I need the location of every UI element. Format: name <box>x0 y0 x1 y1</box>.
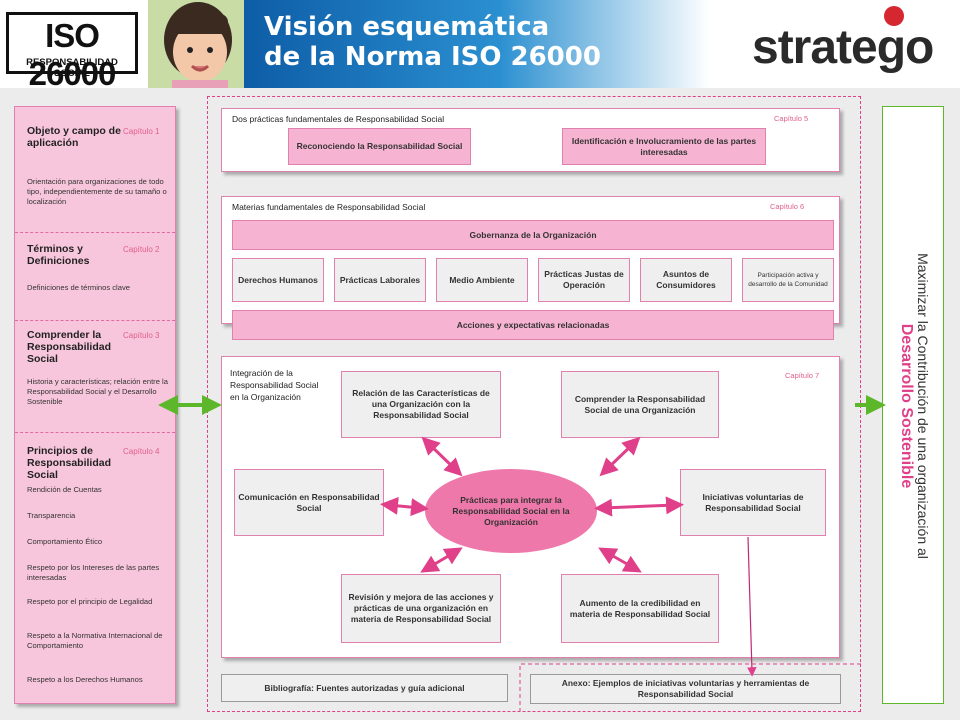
iso-logo-main: ISO 26000 <box>28 17 117 92</box>
stratego-logo: stratego <box>752 21 934 74</box>
sidebar-section-title: Principios de Responsabilidad Social <box>27 445 112 481</box>
subject-participacion-comunidad: Participación activa y desarrollo de la … <box>742 258 834 302</box>
box-comprender-rs: Comprender la Responsabilidad Social de … <box>561 371 719 438</box>
sustainable-line-2: Desarrollo Sostenible <box>898 323 915 489</box>
principle-item: Transparencia <box>27 511 76 520</box>
sustainable-development-text: Maximizar la Contribución de una organiz… <box>897 126 931 686</box>
panel-chapter: Capítulo 7 <box>785 371 820 380</box>
sidebar-section-terminos: Términos y Definiciones Capítulo 2 Defin… <box>15 233 175 321</box>
child-photo <box>148 0 244 88</box>
sustainable-line-1: Maximizar la Contribución de una organiz… <box>915 253 931 559</box>
stratego-logo-dot <box>884 6 904 26</box>
panel-title: Dos prácticas fundamentales de Responsab… <box>232 114 445 124</box>
principle-item: Rendición de Cuentas <box>27 485 102 494</box>
sidebar-section-desc: Historia y características; relación ent… <box>27 377 168 406</box>
box-bibliografia: Bibliografía: Fuentes autorizadas y guía… <box>221 674 508 702</box>
principle-item: Respeto por el principio de Legalidad <box>27 597 153 606</box>
sidebar-section-principios: Principios de Responsabilidad Social Cap… <box>15 433 175 703</box>
page-title: Visión esquemática de la Norma ISO 26000 <box>264 12 601 72</box>
sidebar-section-desc: Definiciones de términos clave <box>27 283 130 292</box>
sidebar-section-chapter: Capítulo 4 <box>123 447 160 456</box>
panel-chapter: Capítulo 6 <box>770 202 805 211</box>
sidebar-section-chapter: Capítulo 1 <box>123 127 160 136</box>
center-practices-ellipse: Prácticas para integrar la Responsabilid… <box>425 469 597 553</box>
subject-derechos-humanos: Derechos Humanos <box>232 258 324 302</box>
principle-item: Respeto a la Normativa Internacional de … <box>27 631 163 650</box>
box-relacion-caracteristicas: Relación de las Características de una O… <box>341 371 501 438</box>
sidebar-section-title: Términos y Definiciones <box>27 243 90 267</box>
subject-asuntos-consumidores: Asuntos de Consumidores <box>640 258 732 302</box>
box-anexo: Anexo: Ejemplos de iniciativas voluntari… <box>530 674 841 704</box>
box-comunicacion: Comunicación en Responsabilidad Social <box>234 469 384 536</box>
title-line-2: de la Norma ISO 26000 <box>264 42 601 72</box>
principle-item: Respeto por los Intereses de las partes … <box>27 563 160 582</box>
panel-chapter: Capítulo 5 <box>774 114 809 123</box>
panel-chapter-6: Materias fundamentales de Responsabilida… <box>221 196 840 324</box>
box-revision-mejora: Revisión y mejora de las acciones y prác… <box>341 574 501 643</box>
header-gradient-band <box>240 0 710 88</box>
iso-logo-sub: RESPONSABILIDAD SOCIAL <box>26 57 118 79</box>
sidebar-chapters: Objeto y campo de aplicación Capítulo 1 … <box>14 106 176 704</box>
subject-practicas-justas: Prácticas Justas de Operación <box>538 258 630 302</box>
box-aumento-credibilidad: Aumento de la credibilidad en materia de… <box>561 574 719 643</box>
box-iniciativas-voluntarias: Iniciativas voluntarias de Responsabilid… <box>680 469 826 536</box>
box-reconociendo: Reconociendo la Responsabilidad Social <box>288 128 471 165</box>
principle-item: Respeto a los Derechos Humanos <box>27 675 143 684</box>
sidebar-section-title: Comprender la Responsabilidad Social <box>27 329 112 365</box>
iso-logo: ISO 26000 RESPONSABILIDAD SOCIAL <box>6 12 138 92</box>
box-identificacion: Identificación e Involucramiento de las … <box>562 128 766 165</box>
subject-practicas-laborales: Prácticas Laborales <box>334 258 426 302</box>
box-gobernanza: Gobernanza de la Organización <box>232 220 834 250</box>
sustainable-development-box: Maximizar la Contribución de una organiz… <box>882 106 944 704</box>
principle-item: Comportamiento Ético <box>27 537 103 546</box>
panel-title: Integración de la Responsabilidad Social… <box>230 368 319 402</box>
sidebar-section-comprender: Comprender la Responsabilidad Social Cap… <box>15 321 175 433</box>
box-acciones-expectativas: Acciones y expectativas relacionadas <box>232 310 834 340</box>
header: ISO 26000 RESPONSABILIDAD SOCIAL Visión … <box>0 0 960 92</box>
panel-title: Materias fundamentales de Responsabilida… <box>232 202 426 212</box>
sidebar-section-title: Objeto y campo de aplicación <box>27 125 121 149</box>
sidebar-section-chapter: Capítulo 3 <box>123 331 160 340</box>
sidebar-section-chapter: Capítulo 2 <box>123 245 160 254</box>
subject-medio-ambiente: Medio Ambiente <box>436 258 528 302</box>
title-line-1: Visión esquemática <box>264 12 550 42</box>
sidebar-section-desc: Orientación para organizaciones de todo … <box>27 177 167 206</box>
sidebar-section-objeto: Objeto y campo de aplicación Capítulo 1 … <box>15 107 175 233</box>
